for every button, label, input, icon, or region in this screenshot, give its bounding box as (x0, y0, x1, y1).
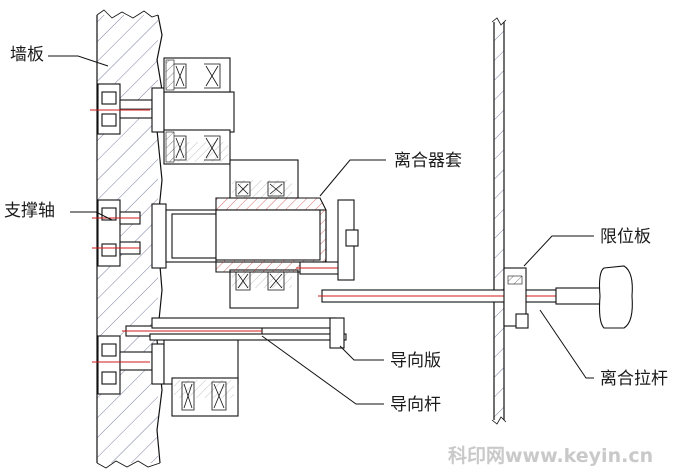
leader-lines (48, 55, 594, 405)
label-clutch-sleeve: 离合器套 (394, 151, 462, 171)
label-clutch-pull-rod: 离合拉杆 (600, 369, 668, 389)
label-guide-rod: 导向杆 (390, 395, 441, 415)
guide-rod-assembly (92, 317, 347, 417)
label-limit-plate: 限位板 (600, 227, 651, 247)
label-wall-board: 墙板 (10, 45, 44, 65)
support-shaft-assembly (92, 159, 359, 309)
label-guide-plate: 导向版 (390, 351, 441, 371)
label-support-shaft: 支撑轴 (4, 201, 55, 221)
right-wall-board (491, 17, 507, 425)
top-bearing-assembly (90, 57, 235, 165)
clutch-pull-rod (318, 265, 633, 329)
watermark: 科印网www.keyin.cn (448, 444, 653, 467)
